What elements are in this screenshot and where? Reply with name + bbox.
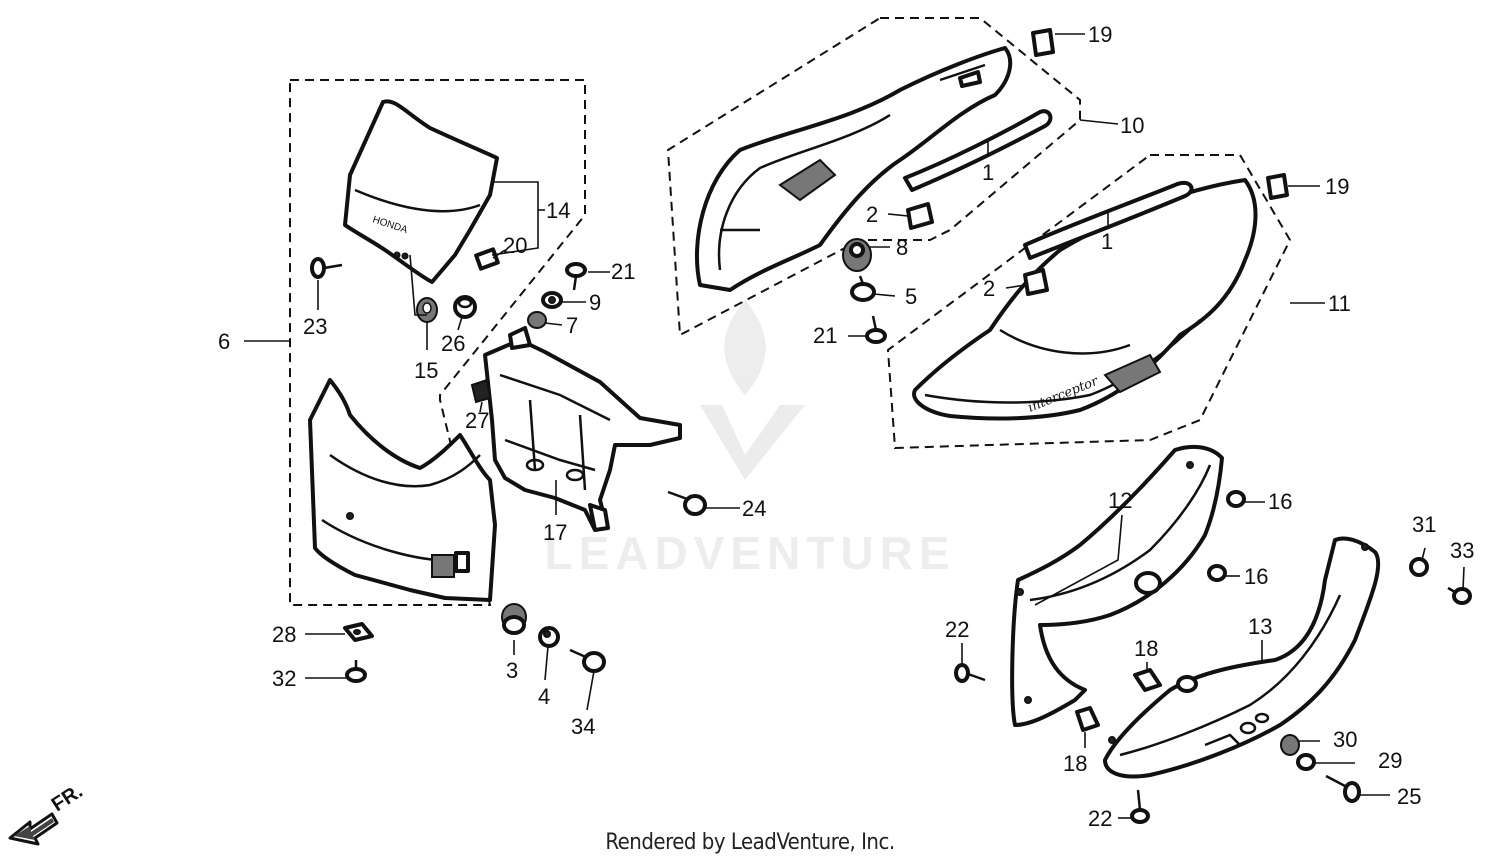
collar-4 [538, 626, 560, 648]
callout-22-b: 22 [1088, 806, 1112, 831]
callout-27: 27 [465, 408, 489, 433]
pad-2-b [1023, 268, 1049, 296]
footer-credit: Rendered by LeadVenture, Inc. [605, 830, 895, 855]
nut-31 [1409, 557, 1429, 577]
clip-18-b [1075, 706, 1100, 732]
callout-30: 30 [1333, 727, 1357, 752]
callout-4: 4 [538, 684, 550, 709]
collar-5 [850, 275, 876, 302]
bolt-34 [569, 648, 606, 673]
callout-11: 11 [1328, 291, 1351, 316]
bolt-24 [667, 490, 707, 516]
callout-31: 31 [1412, 512, 1436, 537]
front-arrow-label: FR. [48, 780, 87, 816]
label-sticker-20 [474, 247, 500, 271]
screw-21-a [565, 262, 587, 291]
screen-bolt-23 [310, 257, 343, 279]
screw-21-b [865, 315, 887, 344]
callout-10: 10 [1120, 113, 1144, 138]
callout-18-a: 18 [1134, 636, 1158, 661]
callout-18-b: 18 [1063, 751, 1087, 776]
screw-33 [1447, 586, 1472, 605]
inner-cowl-panel [308, 378, 497, 602]
callout-19-a: 19 [1088, 22, 1112, 47]
callout-17: 17 [543, 520, 567, 545]
callout-32: 32 [272, 666, 296, 691]
watermark-logo [700, 300, 805, 480]
clip-27 [470, 378, 492, 404]
grommet-30 [1280, 734, 1300, 756]
screw-32 [345, 660, 367, 683]
callout-16-b: 16 [1244, 564, 1268, 589]
callout-13: 13 [1248, 614, 1272, 639]
callout-26: 26 [441, 331, 465, 356]
callout-12: 12 [1108, 488, 1132, 513]
callout-28: 28 [272, 622, 296, 647]
callout-16-a: 16 [1268, 489, 1292, 514]
callout-2-a: 2 [866, 202, 878, 227]
callout-25: 25 [1397, 784, 1421, 809]
callout-6: 6 [218, 329, 230, 354]
nut-26 [453, 295, 477, 319]
nut-16-a [1226, 490, 1246, 508]
nut-16-b [1207, 564, 1227, 582]
callout-23: 23 [303, 314, 327, 339]
screw-22-a [954, 663, 986, 683]
callout-5: 5 [905, 284, 917, 309]
callout-20: 20 [503, 233, 527, 258]
screw-22-b [1130, 789, 1150, 824]
callout-15: 15 [414, 358, 438, 383]
callout-1-b: 1 [1101, 229, 1113, 254]
screw-25 [1325, 774, 1361, 803]
callout-1-a: 1 [982, 160, 994, 185]
callout-29: 29 [1378, 748, 1402, 773]
callout-21-a: 21 [611, 259, 635, 284]
callout-14: 14 [546, 198, 570, 223]
cowl-stay-bracket [483, 326, 682, 532]
callout-34: 34 [571, 714, 595, 739]
grommet-7 [527, 311, 547, 329]
callout-24: 24 [742, 496, 766, 521]
windscreen: HONDA [343, 99, 499, 284]
callout-2-b: 2 [983, 276, 995, 301]
callout-33: 33 [1450, 538, 1474, 563]
right-side-cowl: interceptor [912, 178, 1258, 421]
under-cowl-left [1010, 444, 1224, 727]
group-11-outline [886, 154, 1292, 450]
nut-19-b [1266, 173, 1289, 200]
grommet-15 [416, 297, 438, 323]
trim-strip-1-a [903, 109, 1053, 192]
pad-2-a [906, 202, 934, 230]
group-6-outline [289, 79, 586, 606]
clip-18-a [1133, 668, 1162, 692]
leader-lines [244, 33, 1465, 819]
callout-21-b: 21 [813, 323, 837, 348]
rubber-3 [501, 603, 527, 635]
callout-22-a: 22 [945, 617, 969, 642]
under-cowl-right [1103, 536, 1381, 779]
callout-9: 9 [589, 290, 601, 315]
callout-3: 3 [506, 658, 518, 683]
watermark-text: LEADVENTURE [544, 527, 956, 579]
callout-7: 7 [566, 313, 578, 338]
callout-19-b: 19 [1325, 174, 1349, 199]
left-side-cowl [695, 46, 1013, 292]
collar-9 [541, 291, 563, 309]
collar-29 [1296, 753, 1316, 771]
callout-numbers: 6 14 20 23 15 26 27 21 9 7 17 24 28 32 3… [218, 22, 1474, 831]
nut-19-a [1031, 28, 1055, 57]
clip-nut-28 [343, 622, 374, 642]
callout-8: 8 [896, 235, 908, 260]
grommet-8 [842, 238, 872, 272]
